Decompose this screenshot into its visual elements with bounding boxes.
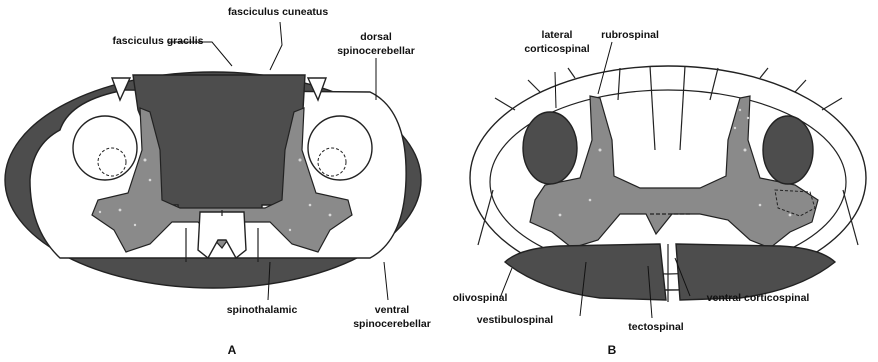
panel-a-letter: A <box>228 343 237 357</box>
label-ventral-spinocerebellar-line1: ventral <box>375 304 410 316</box>
label-vestibulospinal: vestibulospinal <box>477 314 554 326</box>
panel-b-lateral-corticospinal-left <box>523 112 577 184</box>
label-dorsal-spinocerebellar-line2: spinocerebellar <box>337 45 415 57</box>
panel-a-right-white-circle <box>308 116 372 180</box>
label-lateral-corticospinal-line1: lateral <box>542 29 573 41</box>
leader-fasciculus-cuneatus <box>270 22 282 70</box>
label-fasciculus-cuneatus: fasciculus cuneatus <box>228 6 329 18</box>
panel-a-left-white-circle <box>73 116 137 180</box>
label-rubrospinal: rubrospinal <box>601 29 659 41</box>
label-fasciculus-gracilis: fasciculus gracilis <box>112 35 203 47</box>
label-ventral-corticospinal: ventral corticospinal <box>707 292 810 304</box>
label-ventral-spinocerebellar-line2: spinocerebellar <box>353 318 431 330</box>
panel-b-letter: B <box>608 343 617 357</box>
panel-b-lateral-corticospinal-right <box>763 116 813 184</box>
leader-ventral-spinocerebellar <box>384 262 388 300</box>
panel-a-cross-section: fasciculus gracilis fasciculus cuneatus … <box>5 6 431 357</box>
panel-b-cross-section: lateral corticospinal rubrospinal olivos… <box>453 29 866 357</box>
label-olivospinal: olivospinal <box>453 292 508 304</box>
panel-b-ventral-tracts-left <box>505 244 666 300</box>
label-dorsal-spinocerebellar-line1: dorsal <box>360 31 392 43</box>
label-tectospinal: tectospinal <box>628 321 684 333</box>
label-spinothalamic: spinothalamic <box>227 304 298 316</box>
label-lateral-corticospinal-line2: corticospinal <box>524 43 589 55</box>
